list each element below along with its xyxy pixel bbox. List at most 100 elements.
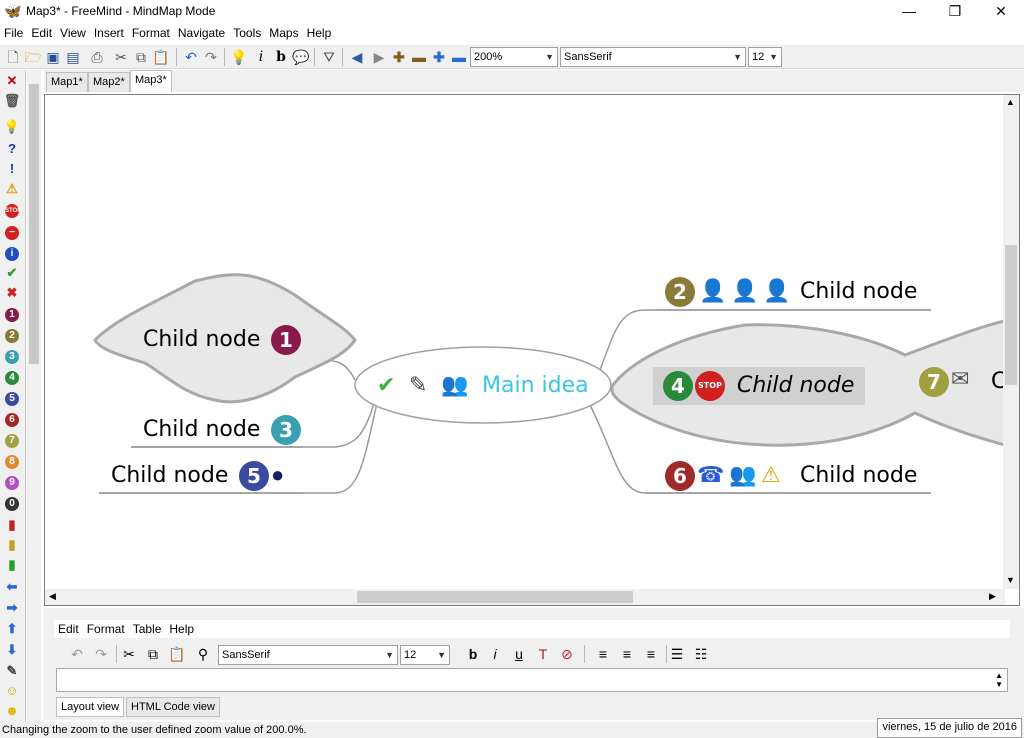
undo-icon[interactable]: ↶ — [71, 646, 83, 662]
zoom-select[interactable]: 200%▼ — [470, 47, 558, 67]
zoom-in-plus-icon[interactable]: ✚ — [393, 49, 405, 65]
find-binoculars-icon[interactable]: ⚲ — [197, 646, 209, 662]
menu-maps[interactable]: Maps — [269, 26, 299, 40]
menu-file[interactable]: File — [4, 26, 24, 40]
menu-help[interactable]: Help — [306, 26, 332, 40]
cross-icon[interactable]: ✖ — [6, 285, 18, 300]
menu-navigate[interactable]: Navigate — [177, 26, 226, 40]
menu-insert[interactable]: Insert — [93, 26, 124, 40]
pencil-icon[interactable]: ✎ — [6, 663, 18, 678]
priority-0-icon[interactable]: 0 — [5, 497, 19, 511]
bullet-list-icon[interactable]: ☰ — [670, 646, 684, 662]
redo-icon[interactable]: ↷ — [205, 49, 217, 65]
traffic-light-red-icon[interactable]: ▮ — [8, 517, 16, 532]
child6-text[interactable]: Child node — [800, 463, 918, 488]
close-button[interactable]: ✕ — [995, 3, 1007, 19]
arrow-left-icon[interactable]: ⬅ — [6, 579, 18, 594]
main-idea-text[interactable]: Main idea — [482, 373, 589, 398]
open-folder-icon[interactable]: 🗁 — [24, 49, 42, 65]
idea-bulb-icon[interactable]: 💡 — [230, 49, 248, 65]
font-size-select[interactable]: 12▼ — [748, 47, 782, 67]
bold-icon[interactable]: b — [468, 646, 478, 662]
scroll-left-icon[interactable]: ◀ — [49, 591, 56, 601]
copy-icon[interactable]: ⧉ — [148, 646, 158, 662]
cut-icon[interactable]: ✂ — [123, 646, 135, 662]
arrow-right-icon[interactable]: ➡ — [6, 600, 18, 615]
tab-map3[interactable]: Map3* — [130, 70, 172, 92]
back-arrow-icon[interactable]: ◀ — [351, 49, 363, 65]
editor-menu-edit[interactable]: Edit — [58, 622, 79, 636]
traffic-light-green-icon[interactable]: ▮ — [8, 557, 16, 572]
maximize-button[interactable]: ❐ — [948, 3, 962, 19]
canvas-vscroll-thumb[interactable] — [1005, 245, 1017, 385]
underline-icon[interactable]: u — [515, 646, 523, 662]
undo-icon[interactable]: ↶ — [185, 49, 197, 65]
traffic-light-yellow-icon[interactable]: ▮ — [8, 537, 16, 552]
tab-layout-view[interactable]: Layout view — [56, 697, 125, 717]
editor-menu-help[interactable]: Help — [169, 622, 195, 636]
menu-edit[interactable]: Edit — [31, 26, 53, 40]
smiley-wink-icon[interactable]: ☻ — [5, 703, 19, 718]
priority-6-icon[interactable]: 6 — [5, 413, 19, 427]
save-as-icon[interactable]: ▤ — [66, 49, 80, 65]
text-color-icon[interactable]: T — [538, 646, 548, 662]
canvas-hscroll-thumb[interactable] — [357, 591, 633, 603]
align-left-icon[interactable]: ≡ — [598, 646, 608, 662]
paste-icon[interactable]: 📋 — [168, 646, 186, 662]
filter-icon[interactable]: ⛛ — [323, 49, 335, 65]
child5-text[interactable]: Child node — [111, 463, 229, 488]
sidebar-scroll-thumb[interactable] — [29, 84, 39, 364]
child3-text[interactable]: Child node — [143, 417, 261, 442]
bold-icon[interactable]: b — [276, 49, 286, 65]
scroll-down-icon[interactable]: ▼ — [1006, 575, 1015, 585]
scroll-right-icon[interactable]: ▶ — [989, 591, 996, 601]
child1-text[interactable]: Child node — [143, 327, 261, 352]
print-icon[interactable]: ⎙ — [91, 49, 103, 65]
spinner-arrows-icon[interactable]: ▲▼ — [995, 671, 1003, 689]
priority-1-icon[interactable]: 1 — [5, 308, 19, 322]
question-icon[interactable]: ? — [8, 141, 16, 156]
priority-2-icon[interactable]: 2 — [5, 329, 19, 343]
trash-icon[interactable]: 🗑 — [3, 93, 21, 108]
checkmark-icon[interactable]: ✔ — [6, 265, 18, 280]
font-family-select[interactable]: SansSerif▼ — [560, 47, 746, 67]
minimize-button[interactable]: — — [902, 3, 916, 19]
redo-icon[interactable]: ↷ — [95, 646, 107, 662]
clear-format-icon[interactable]: ⊘ — [561, 646, 573, 662]
tab-map2[interactable]: Map2* — [88, 72, 130, 92]
blue-plus-icon[interactable]: ✚ — [433, 49, 445, 65]
paste-icon[interactable]: 📋 — [152, 49, 170, 65]
child4-text[interactable]: Child node — [737, 373, 855, 398]
zoom-out-minus-icon[interactable]: ▬ — [412, 49, 426, 65]
forward-arrow-icon[interactable]: ▶ — [373, 49, 385, 65]
editor-menu-table[interactable]: Table — [132, 622, 162, 636]
italic-icon[interactable]: i — [258, 49, 264, 65]
italic-icon[interactable]: i — [493, 646, 497, 662]
priority-5-icon[interactable]: 5 — [5, 392, 19, 406]
cloud-bubble-icon[interactable]: 💬 — [292, 49, 310, 65]
info-icon[interactable]: i — [5, 247, 19, 261]
copy-icon[interactable]: ⧉ — [136, 49, 146, 65]
blue-minus-icon[interactable]: ▬ — [452, 49, 466, 65]
tab-map1[interactable]: Map1* — [46, 72, 88, 92]
numbered-list-icon[interactable]: ☷ — [694, 646, 708, 662]
arrow-up-icon[interactable]: ⬆ — [6, 621, 18, 636]
sidebar-scrollbar[interactable] — [27, 70, 41, 722]
stop-icon[interactable]: STOP — [5, 204, 21, 218]
menu-view[interactable]: View — [60, 26, 86, 40]
priority-4-icon[interactable]: 4 — [5, 371, 19, 385]
child2-text[interactable]: Child node — [800, 279, 918, 304]
priority-3-icon[interactable]: 3 — [5, 350, 19, 364]
canvas-horizontal-scrollbar[interactable]: ◀ ▶ — [45, 589, 1005, 605]
align-right-icon[interactable]: ≡ — [646, 646, 656, 662]
cut-icon[interactable]: ✂ — [115, 49, 127, 65]
tab-html-code-view[interactable]: HTML Code view — [126, 697, 220, 717]
menu-tools[interactable]: Tools — [233, 26, 262, 40]
remove-icon[interactable]: ✕ — [6, 73, 18, 88]
editor-font-select[interactable]: SansSerif▼ — [218, 645, 398, 665]
menu-format[interactable]: Format — [131, 26, 170, 40]
no-entry-icon[interactable]: − — [5, 226, 19, 240]
child7-text[interactable]: C — [991, 369, 1007, 394]
canvas-vertical-scrollbar[interactable]: ▲ ▼ — [1003, 95, 1019, 589]
priority-9-icon[interactable]: 9 — [5, 476, 19, 490]
